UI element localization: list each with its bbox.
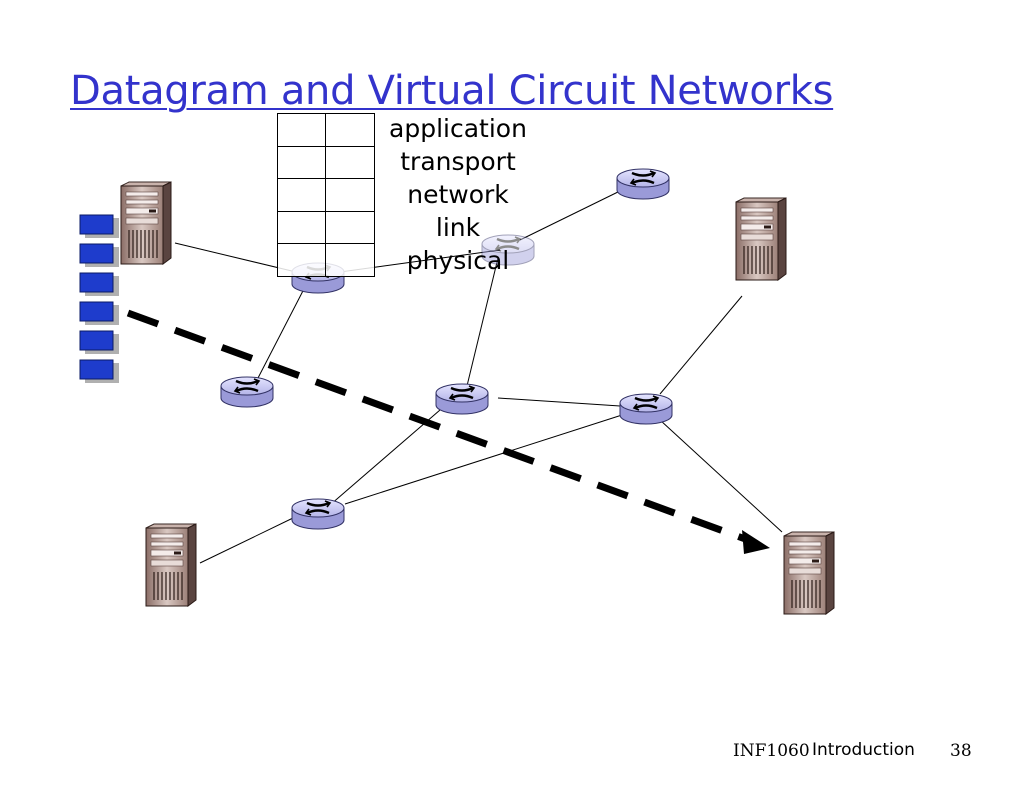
stack-cell [326,114,375,147]
protocol-stack-grid [277,113,375,277]
stack-cell [278,179,326,212]
layer-network: network [407,180,509,209]
router-icon [618,392,674,426]
stack-cell [326,179,375,212]
server-icon [145,523,197,607]
layer-application: application [389,114,527,143]
router-icon [434,382,490,416]
protocol-layer-labels: application transport network link physi… [388,112,528,277]
link [174,242,297,273]
router-icon [615,167,671,201]
link [199,517,294,564]
packet-icon [79,214,120,239]
packet-queue [79,214,120,384]
slide-title: Datagram and Virtual Circuit Networks [70,68,834,114]
link [465,257,499,391]
stack-cell [278,244,326,277]
packet-icon [79,301,120,326]
link [329,409,441,506]
link [659,419,783,533]
stack-cell [326,244,375,277]
layer-transport: transport [400,147,516,176]
packet-icon [79,330,120,355]
server-icon [120,181,172,265]
dashed-arrow [126,309,770,554]
page-number: 38 [950,741,972,761]
footer-topic: Introduction [812,740,915,760]
link [519,189,623,241]
layer-physical: physical [406,246,510,275]
layer-link: link [435,213,481,242]
packet-icon [79,243,120,268]
stack-cell [278,146,326,179]
footer-course: INF1060 [733,741,810,761]
stack-cell [326,211,375,244]
stack-cell [278,114,326,147]
link [659,295,743,395]
link [497,397,621,407]
stack-cell [278,211,326,244]
packet-icon [79,359,120,384]
link [257,284,307,379]
stack-cell [326,146,375,179]
server-icon [783,531,835,615]
packet-icon [79,272,120,297]
router-icon [219,375,275,409]
router-icon [290,497,346,531]
server-icon [735,197,787,281]
link [344,414,623,505]
